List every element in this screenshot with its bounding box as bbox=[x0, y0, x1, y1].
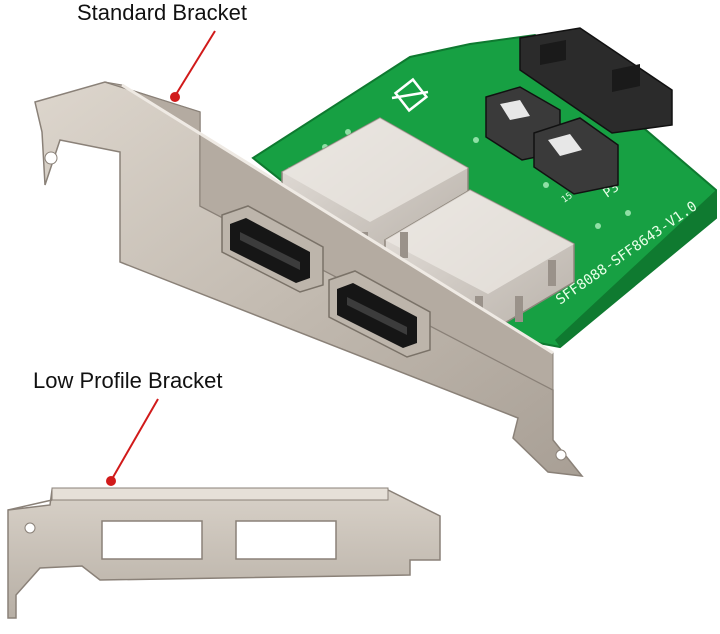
sff8088-port-1 bbox=[221, 205, 324, 293]
internal-sff8643-connectors bbox=[485, 27, 673, 195]
low-profile-port-cutout-2 bbox=[235, 520, 337, 560]
standard-bracket-label: Standard Bracket bbox=[77, 0, 247, 25]
sff8088-ports bbox=[221, 205, 431, 358]
low-profile-bracket-callout bbox=[106, 398, 159, 486]
pcb-logo bbox=[391, 77, 429, 113]
sff8088-port-2 bbox=[328, 270, 431, 358]
low-profile-port-cutout-1 bbox=[101, 520, 203, 560]
low-profile-bracket-label: Low Profile Bracket bbox=[33, 368, 223, 393]
low-profile-bracket bbox=[7, 487, 441, 619]
standard-bracket-callout bbox=[170, 30, 216, 102]
